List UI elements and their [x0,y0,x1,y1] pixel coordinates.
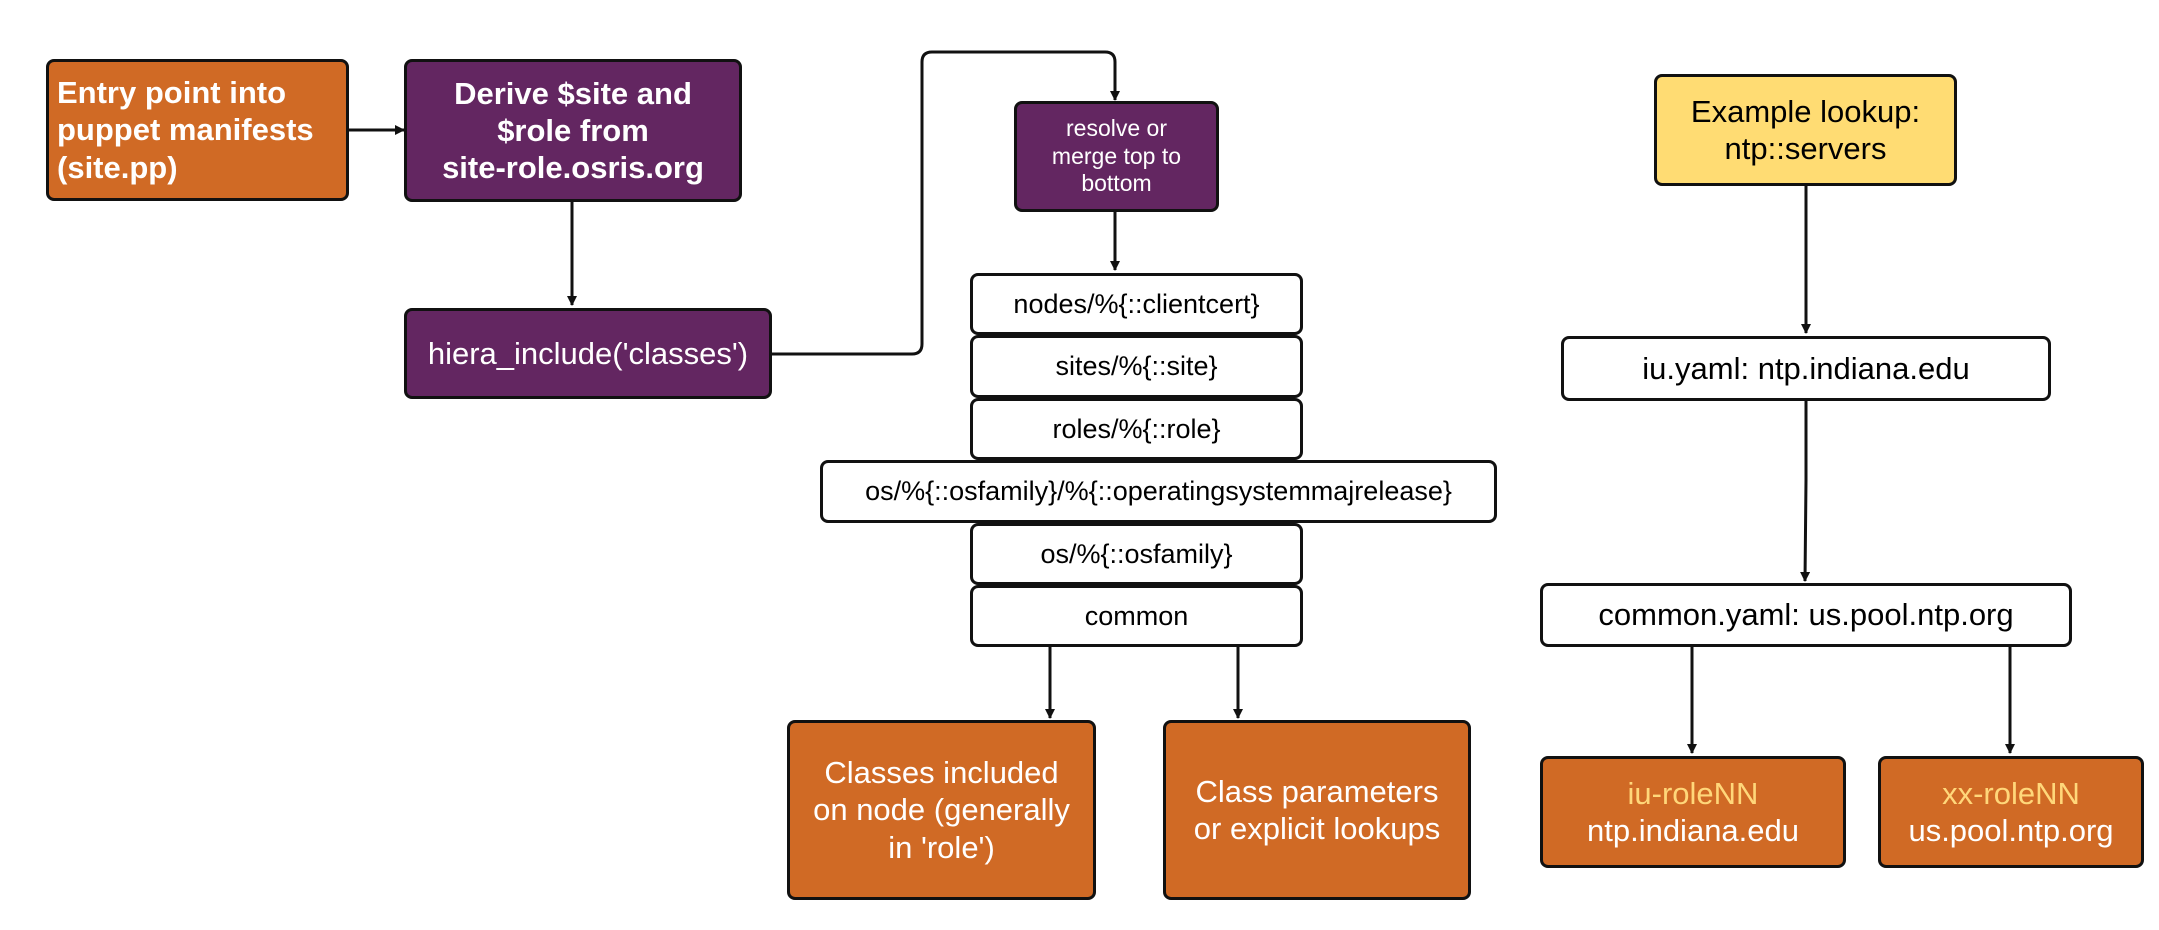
resolve-line-2: merge top to [1051,142,1182,169]
iu-yaml-label: iu.yaml: ntp.indiana.edu [1642,350,1970,386]
hierarchy-level-label: os/%{::osfamily} [1040,538,1233,569]
arrow-hiera-to-resolve [772,50,1120,356]
classes-line-1: Classes included [824,755,1059,791]
params-line-2: or explicit lookups [1193,811,1441,846]
hierarchy-level-label: sites/%{::site} [1055,351,1218,382]
hiera-include-box: hiera_include('classes') [404,308,772,399]
hierarchy-level-label: nodes/%{::clientcert} [1013,288,1260,319]
derive-line-3: site-role.osris.org [442,150,704,186]
hiera-include-label: hiera_include('classes') [427,335,749,371]
iu-role-box: iu-roleNN ntp.indiana.edu [1540,756,1846,868]
hierarchy-level-label: common [1084,600,1189,631]
entry-line-2: puppet manifests [57,112,314,148]
entry-line-3: (site.pp) [57,149,178,185]
entry-line-1: Entry point into [57,75,287,111]
derive-site-role-box: Derive $site and $role from site-role.os… [404,59,742,202]
common-yaml-label: common.yaml: us.pool.ntp.org [1598,597,2014,633]
classes-line-2: on node (generally [813,792,1070,828]
hierarchy-level-roles: roles/%{::role} [970,398,1303,460]
entry-point-box: Entry point into puppet manifests (site.… [46,59,349,201]
derive-line-1: Derive $site and [454,75,692,111]
example-line-1: Example lookup: [1690,93,1921,129]
hierarchy-level-label: os/%{::osfamily}/%{::operatingsystemmajr… [865,476,1452,507]
xx-role-value: us.pool.ntp.org [1908,813,2114,848]
classes-line-3: in 'role') [888,829,995,865]
params-line-1: Class parameters [1195,773,1439,809]
arrow-iu-to-common [1800,401,1811,582]
hierarchy-level-os-release: os/%{::osfamily}/%{::operatingsystemmajr… [820,460,1497,523]
resolve-line-1: resolve or [1066,115,1167,142]
class-parameters-box: Class parameters or explicit lookups [1163,720,1471,900]
hierarchy-level-nodes: nodes/%{::clientcert} [970,273,1303,335]
example-lookup-box: Example lookup: ntp::servers [1654,74,1957,186]
xx-role-box: xx-roleNN us.pool.ntp.org [1878,756,2144,868]
iu-role-value: ntp.indiana.edu [1586,813,1800,848]
resolve-merge-box: resolve or merge top to bottom [1014,101,1219,212]
common-yaml-box: common.yaml: us.pool.ntp.org [1540,583,2072,647]
hierarchy-level-common: common [970,585,1303,647]
derive-line-2: $role from [497,112,649,148]
hierarchy-level-sites: sites/%{::site} [970,335,1303,398]
xx-role-name: xx-roleNN [1942,775,2080,811]
iu-role-name: iu-roleNN [1627,775,1759,811]
hierarchy-level-os-family: os/%{::osfamily} [970,523,1303,585]
classes-included-box: Classes included on node (generally in '… [787,720,1096,900]
example-line-2: ntp::servers [1724,131,1887,166]
hierarchy-level-label: roles/%{::role} [1052,413,1221,444]
iu-yaml-box: iu.yaml: ntp.indiana.edu [1561,336,2051,401]
resolve-line-3: bottom [1081,170,1152,197]
